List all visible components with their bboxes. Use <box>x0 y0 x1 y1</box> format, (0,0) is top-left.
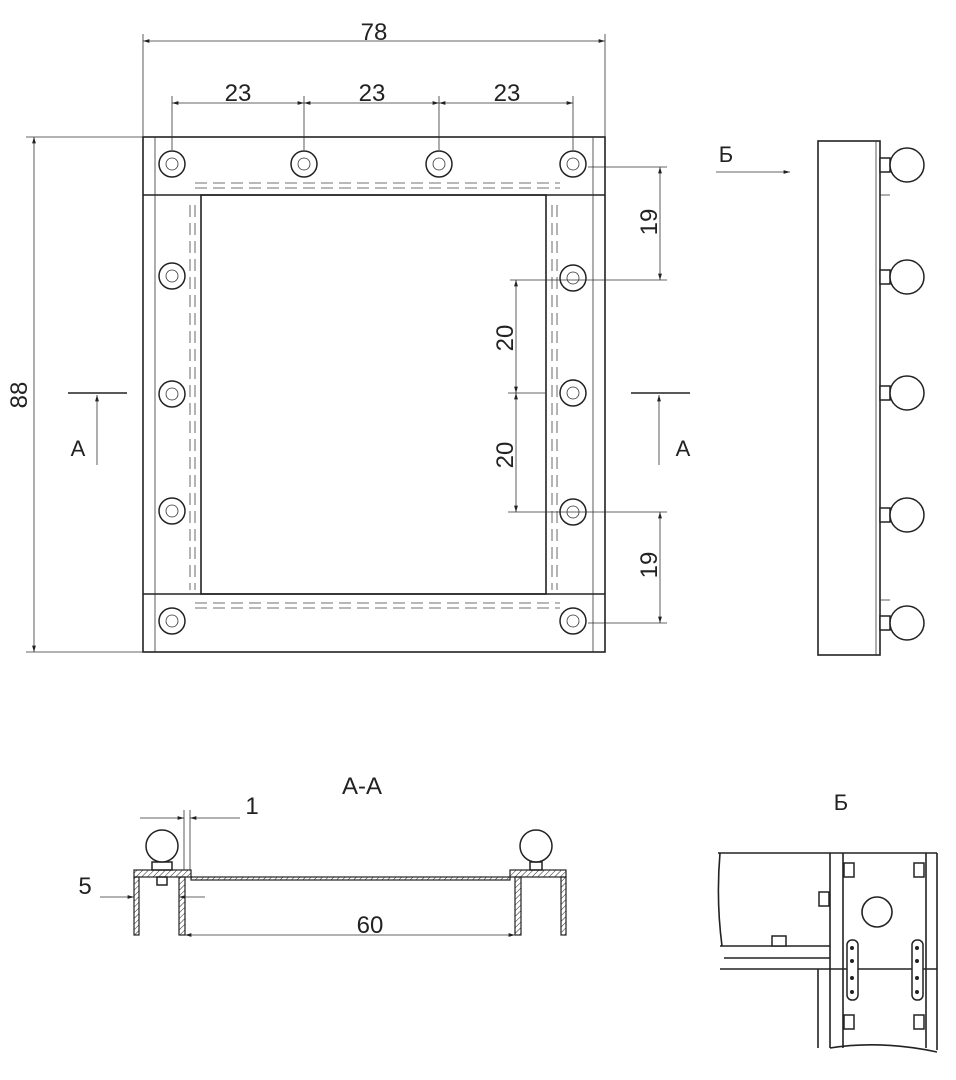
section-title: A-A <box>342 773 382 800</box>
dim-right-20-upper: 20 <box>492 325 519 352</box>
frame-outline <box>142 136 606 653</box>
dim-spacing-1: 23 <box>225 80 252 107</box>
dim-gap-1: 1 <box>245 793 258 820</box>
lamp-sockets <box>158 150 587 635</box>
dim-spacing-2: 23 <box>359 80 386 107</box>
side-lamps <box>879 147 925 641</box>
front-view: 78 23 23 23 88 A A 19 20 20 19 <box>6 19 691 653</box>
section-a-a: A-A 1 5 60 <box>78 773 567 939</box>
brackets <box>771 862 925 1030</box>
detail-title: Б <box>834 790 848 815</box>
dim-span-60: 60 <box>357 912 384 939</box>
lamp-hole <box>861 896 893 928</box>
dim-right-20-lower: 20 <box>492 442 519 469</box>
mirror-opening <box>200 194 547 595</box>
dim-spacing-3: 23 <box>494 80 521 107</box>
detail-b: Б <box>717 790 938 1053</box>
dim-height-88: 88 <box>6 382 33 409</box>
dim-width-78: 78 <box>361 19 388 46</box>
section-mark-left: A <box>71 436 86 461</box>
side-view: Б <box>716 140 925 656</box>
dim-right-19-top: 19 <box>636 209 663 236</box>
dim-right-19-bottom: 19 <box>636 552 663 579</box>
dim-depth-5: 5 <box>78 873 91 900</box>
view-arrow-label: Б <box>719 142 733 167</box>
mirror-panel <box>190 876 511 881</box>
section-mark-right: A <box>676 436 691 461</box>
